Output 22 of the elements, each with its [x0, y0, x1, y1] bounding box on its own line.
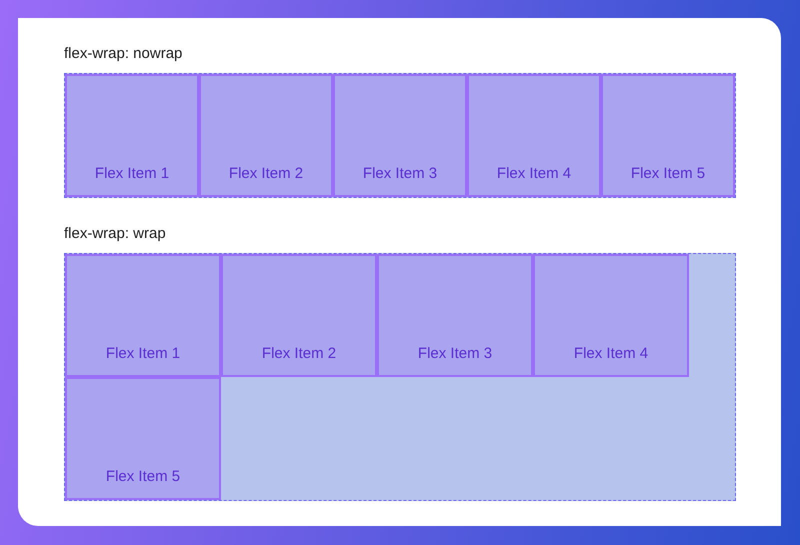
item-label: Flex Item 2 [262, 345, 336, 363]
flex-item [199, 74, 333, 197]
flex-item [65, 377, 221, 500]
item-label: Flex Item 3 [418, 345, 492, 363]
item-label: Flex Item 5 [106, 468, 180, 486]
section-heading: flex-wrap: nowrap [64, 45, 182, 63]
flex-item [601, 74, 735, 197]
section-heading: flex-wrap: wrap [64, 225, 166, 243]
item-label: Flex Item 4 [496, 165, 572, 183]
flex-item [65, 74, 199, 197]
item-label: Flex Item 1 [106, 345, 180, 363]
item-label: Flex Item 5 [630, 165, 706, 183]
item-label: Flex Item 3 [362, 165, 438, 183]
flex-item [533, 254, 689, 377]
item-label: Flex Item 1 [94, 165, 170, 183]
flex-item [221, 254, 377, 377]
flex-item [333, 74, 467, 197]
flex-item [65, 254, 221, 377]
flex-item [467, 74, 601, 197]
item-label: Flex Item 4 [574, 345, 648, 363]
flex-item [377, 254, 533, 377]
item-label: Flex Item 2 [228, 165, 304, 183]
